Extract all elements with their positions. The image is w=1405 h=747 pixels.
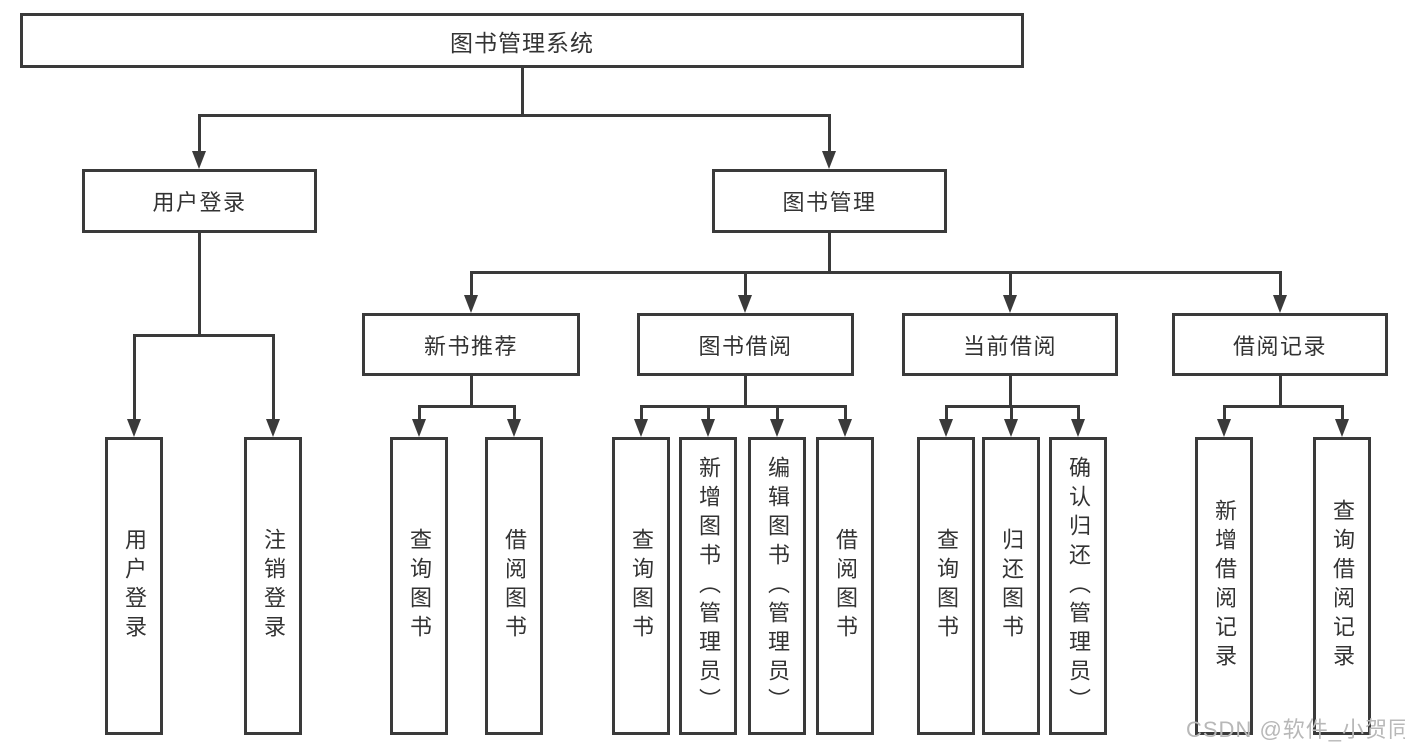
leaf-add-borrow-record-label: 新增借阅记录: [1212, 499, 1237, 673]
connector-drop: [469, 272, 473, 295]
connector-drop: [706, 406, 710, 419]
node-root-label: 图书管理系统: [450, 29, 594, 56]
arrowhead-down-icon: [822, 151, 836, 169]
arrowhead-down-icon: [701, 419, 715, 437]
arrowhead-down-icon: [1071, 419, 1085, 437]
connector-rail: [639, 404, 847, 408]
leaf-add-book-admin-label: 新增图书（管理员）: [696, 455, 721, 717]
leaf-borrow-books-borrow: 借阅图书: [816, 437, 874, 735]
node-user-login-label: 用户登录: [152, 190, 247, 215]
arrowhead-down-icon: [738, 295, 752, 313]
leaf-query-books-recommend: 查询图书: [390, 437, 448, 735]
connector-rail: [469, 270, 1282, 274]
arrowhead-down-icon: [192, 151, 206, 169]
connector-stem: [1008, 376, 1012, 406]
arrowhead-down-icon: [507, 419, 521, 437]
leaf-confirm-return-admin-label: 确认归还（管理员）: [1066, 455, 1091, 717]
arrowhead-down-icon: [770, 419, 784, 437]
connector-stem: [520, 68, 524, 115]
node-borrowing-records: 借阅记录: [1172, 313, 1388, 376]
leaf-user-login: 用户登录: [105, 437, 163, 735]
leaf-return-books: 归还图书: [982, 437, 1040, 735]
node-book-borrowing: 图书借阅: [637, 313, 854, 376]
node-current-borrowing: 当前借阅: [902, 313, 1118, 376]
connector-rail: [197, 113, 831, 117]
connector-drop: [417, 406, 421, 419]
leaf-logout: 注销登录: [244, 437, 302, 735]
node-new-book-recommend-label: 新书推荐: [423, 333, 518, 359]
leaf-add-borrow-record: 新增借阅记录: [1195, 437, 1253, 735]
node-current-borrowing-label: 当前借阅: [962, 333, 1057, 359]
arrowhead-down-icon: [1335, 419, 1349, 437]
connector-drop: [512, 406, 516, 419]
connector-stem: [827, 233, 831, 272]
leaf-query-borrow-record-label: 查询借阅记录: [1330, 499, 1355, 673]
node-root: 图书管理系统: [20, 13, 1024, 68]
node-new-book-recommend: 新书推荐: [362, 313, 580, 376]
connector-drop: [1278, 272, 1282, 295]
leaf-borrow-books-recommend-label: 借阅图书: [502, 528, 527, 644]
connector-drop: [1222, 406, 1226, 419]
connector-drop: [271, 335, 275, 419]
connector-drop: [743, 272, 747, 295]
connector-rail: [1222, 404, 1344, 408]
connector-drop: [827, 115, 831, 151]
arrowhead-down-icon: [939, 419, 953, 437]
arrowhead-down-icon: [1273, 295, 1287, 313]
arrowhead-down-icon: [266, 419, 280, 437]
watermark: CSDN @软件_小贺同学: [1186, 717, 1405, 742]
leaf-borrow-books-borrow-label: 借阅图书: [833, 528, 858, 644]
node-borrowing-records-label: 借阅记录: [1232, 333, 1327, 359]
connector-drop: [944, 406, 948, 419]
connector-drop: [1009, 406, 1013, 419]
connector-drop: [197, 115, 201, 151]
connector-drop: [639, 406, 643, 419]
connector-rail: [132, 333, 275, 337]
leaf-query-books-recommend-label: 查询图书: [407, 528, 432, 644]
leaf-query-books-borrow-label: 查询图书: [629, 528, 654, 644]
arrowhead-down-icon: [464, 295, 478, 313]
leaf-query-books-borrow: 查询图书: [612, 437, 670, 735]
leaf-confirm-return-admin: 确认归还（管理员）: [1049, 437, 1107, 735]
arrowhead-down-icon: [1003, 295, 1017, 313]
arrowhead-down-icon: [1217, 419, 1231, 437]
leaf-edit-book-admin-label: 编辑图书（管理员）: [765, 455, 790, 717]
arrowhead-down-icon: [1004, 419, 1018, 437]
connector-drop: [132, 335, 136, 419]
node-user-login: 用户登录: [82, 169, 317, 233]
leaf-query-books-current: 查询图书: [917, 437, 975, 735]
leaf-query-books-current-label: 查询图书: [934, 528, 959, 644]
connector-rail: [417, 404, 516, 408]
arrowhead-down-icon: [634, 419, 648, 437]
leaf-user-login-label: 用户登录: [122, 528, 147, 644]
connector-stem: [1278, 376, 1282, 406]
node-book-management: 图书管理: [712, 169, 947, 233]
connector-stem: [469, 376, 473, 406]
connector-stem: [743, 376, 747, 406]
arrowhead-down-icon: [412, 419, 426, 437]
arrowhead-down-icon: [127, 419, 141, 437]
leaf-return-books-label: 归还图书: [999, 528, 1024, 644]
connector-drop: [1340, 406, 1344, 419]
connector-stem: [197, 233, 201, 335]
leaf-edit-book-admin: 编辑图书（管理员）: [748, 437, 806, 735]
arrowhead-down-icon: [838, 419, 852, 437]
node-book-management-label: 图书管理: [782, 190, 877, 215]
leaf-borrow-books-recommend: 借阅图书: [485, 437, 543, 735]
connector-drop: [775, 406, 779, 419]
leaf-add-book-admin: 新增图书（管理员）: [679, 437, 737, 735]
leaf-logout-label: 注销登录: [261, 528, 286, 644]
node-book-borrowing-label: 图书借阅: [698, 333, 793, 359]
leaf-query-borrow-record: 查询借阅记录: [1313, 437, 1371, 735]
connector-drop: [1008, 272, 1012, 295]
connector-drop: [843, 406, 847, 419]
connector-drop: [1076, 406, 1080, 419]
